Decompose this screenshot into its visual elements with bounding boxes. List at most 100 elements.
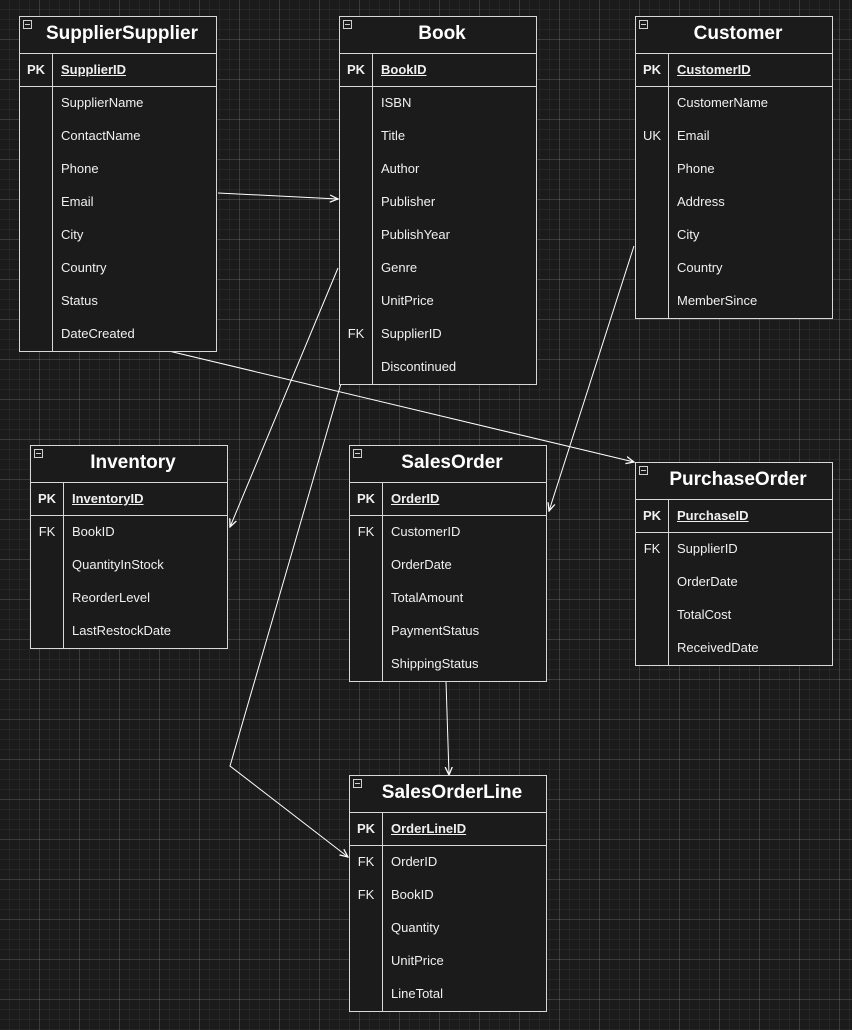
field-row[interactable]: PublishYear — [340, 219, 536, 252]
entity-header[interactable]: Book — [340, 17, 536, 54]
key-marker — [20, 87, 53, 120]
key-marker: PK — [340, 54, 373, 86]
primary-key-row[interactable]: PK SupplierID — [20, 54, 216, 87]
field-row[interactable]: ReceivedDate — [636, 632, 832, 665]
field-row[interactable]: CustomerName — [636, 87, 832, 120]
entity-header[interactable]: SalesOrder — [350, 446, 546, 483]
collapse-icon[interactable] — [353, 449, 362, 458]
field-name: MemberSince — [677, 293, 758, 308]
collapse-icon[interactable] — [343, 20, 352, 29]
primary-key-row[interactable]: PK CustomerID — [636, 54, 832, 87]
field-row[interactable]: SupplierName — [20, 87, 216, 120]
key-marker — [636, 219, 669, 252]
primary-key-row[interactable]: PK OrderID — [350, 483, 546, 516]
field-name: TotalCost — [677, 607, 732, 622]
field-row[interactable]: ReorderLevel — [31, 582, 227, 615]
field-name: SupplierID — [381, 326, 442, 341]
field-row[interactable]: Email — [20, 186, 216, 219]
field-row[interactable]: Author — [340, 153, 536, 186]
entity-book[interactable]: Book PK BookID ISBN Title Author Publish… — [339, 16, 537, 385]
collapse-icon[interactable] — [23, 20, 32, 29]
field-name: Author — [381, 161, 420, 176]
field-row[interactable]: City — [20, 219, 216, 252]
collapse-icon[interactable] — [639, 20, 648, 29]
primary-key-row[interactable]: PK OrderLineID — [350, 813, 546, 846]
edge-book-inventory[interactable] — [230, 267, 339, 527]
collapse-icon[interactable] — [639, 466, 648, 475]
key-marker — [636, 186, 669, 219]
entity-header[interactable]: PurchaseOrder — [636, 463, 832, 500]
field-row[interactable]: Status — [20, 285, 216, 318]
key-marker: FK — [350, 516, 383, 549]
field-row[interactable]: Phone — [636, 153, 832, 186]
entity-header[interactable]: Inventory — [31, 446, 227, 483]
key-marker — [340, 219, 373, 252]
entity-title: Customer — [693, 23, 783, 44]
entity-header[interactable]: Customer — [636, 17, 832, 54]
key-marker — [20, 318, 53, 351]
field-row[interactable]: ISBN — [340, 87, 536, 120]
field-row[interactable]: Publisher — [340, 186, 536, 219]
field-row[interactable]: Title — [340, 120, 536, 153]
field-row[interactable]: MemberSince — [636, 285, 832, 318]
field-row[interactable]: Quantity — [350, 912, 546, 945]
field-row[interactable]: UnitPrice — [340, 285, 536, 318]
key-marker — [636, 599, 669, 632]
key-marker — [350, 945, 383, 978]
key-marker: UK — [636, 120, 669, 153]
field-row[interactable]: QuantityInStock — [31, 549, 227, 582]
key-marker — [340, 285, 373, 318]
primary-key-row[interactable]: PK BookID — [340, 54, 536, 87]
field-row[interactable]: ContactName — [20, 120, 216, 153]
edge-suppliersupplier-book[interactable] — [217, 192, 338, 199]
primary-key-row[interactable]: PK InventoryID — [31, 483, 227, 516]
field-name: LastRestockDate — [72, 623, 171, 638]
entity-header[interactable]: SupplierSupplier — [20, 17, 216, 54]
field-row[interactable]: ShippingStatus — [350, 648, 546, 681]
key-marker — [20, 219, 53, 252]
field-row[interactable]: TotalAmount — [350, 582, 546, 615]
key-marker — [350, 978, 383, 1011]
entity-header[interactable]: SalesOrderLine — [350, 776, 546, 813]
field-name: Publisher — [381, 194, 436, 209]
collapse-icon[interactable] — [34, 449, 43, 458]
field-row[interactable]: LastRestockDate — [31, 615, 227, 648]
field-name: TotalAmount — [391, 590, 464, 605]
key-marker — [20, 186, 53, 219]
field-row[interactable]: OrderDate — [636, 566, 832, 599]
field-row[interactable]: Genre — [340, 252, 536, 285]
collapse-icon[interactable] — [353, 779, 362, 788]
field-row[interactable]: DateCreated — [20, 318, 216, 351]
field-row[interactable]: TotalCost — [636, 599, 832, 632]
field-row[interactable]: Discontinued — [340, 351, 536, 384]
field-row[interactable]: OrderDate — [350, 549, 546, 582]
field-row[interactable]: LineTotal — [350, 978, 546, 1011]
key-marker: FK — [350, 846, 383, 879]
field-row[interactable]: City — [636, 219, 832, 252]
edge-customer-salesorder[interactable] — [549, 245, 635, 511]
field-row[interactable]: PaymentStatus — [350, 615, 546, 648]
key-marker — [350, 912, 383, 945]
entity-suppliersupplier[interactable]: SupplierSupplier PK SupplierID SupplierN… — [19, 16, 217, 352]
primary-key-row[interactable]: PK PurchaseID — [636, 500, 832, 533]
edge-salesorder-salesorderline[interactable] — [446, 680, 449, 775]
field-row[interactable]: Country — [20, 252, 216, 285]
key-marker: FK — [31, 516, 64, 549]
field-row[interactable]: Phone — [20, 153, 216, 186]
field-row[interactable]: Address — [636, 186, 832, 219]
edge-book-salesorderline[interactable] — [229, 379, 348, 857]
field-row[interactable]: Country — [636, 252, 832, 285]
field-row[interactable]: UnitPrice — [350, 945, 546, 978]
